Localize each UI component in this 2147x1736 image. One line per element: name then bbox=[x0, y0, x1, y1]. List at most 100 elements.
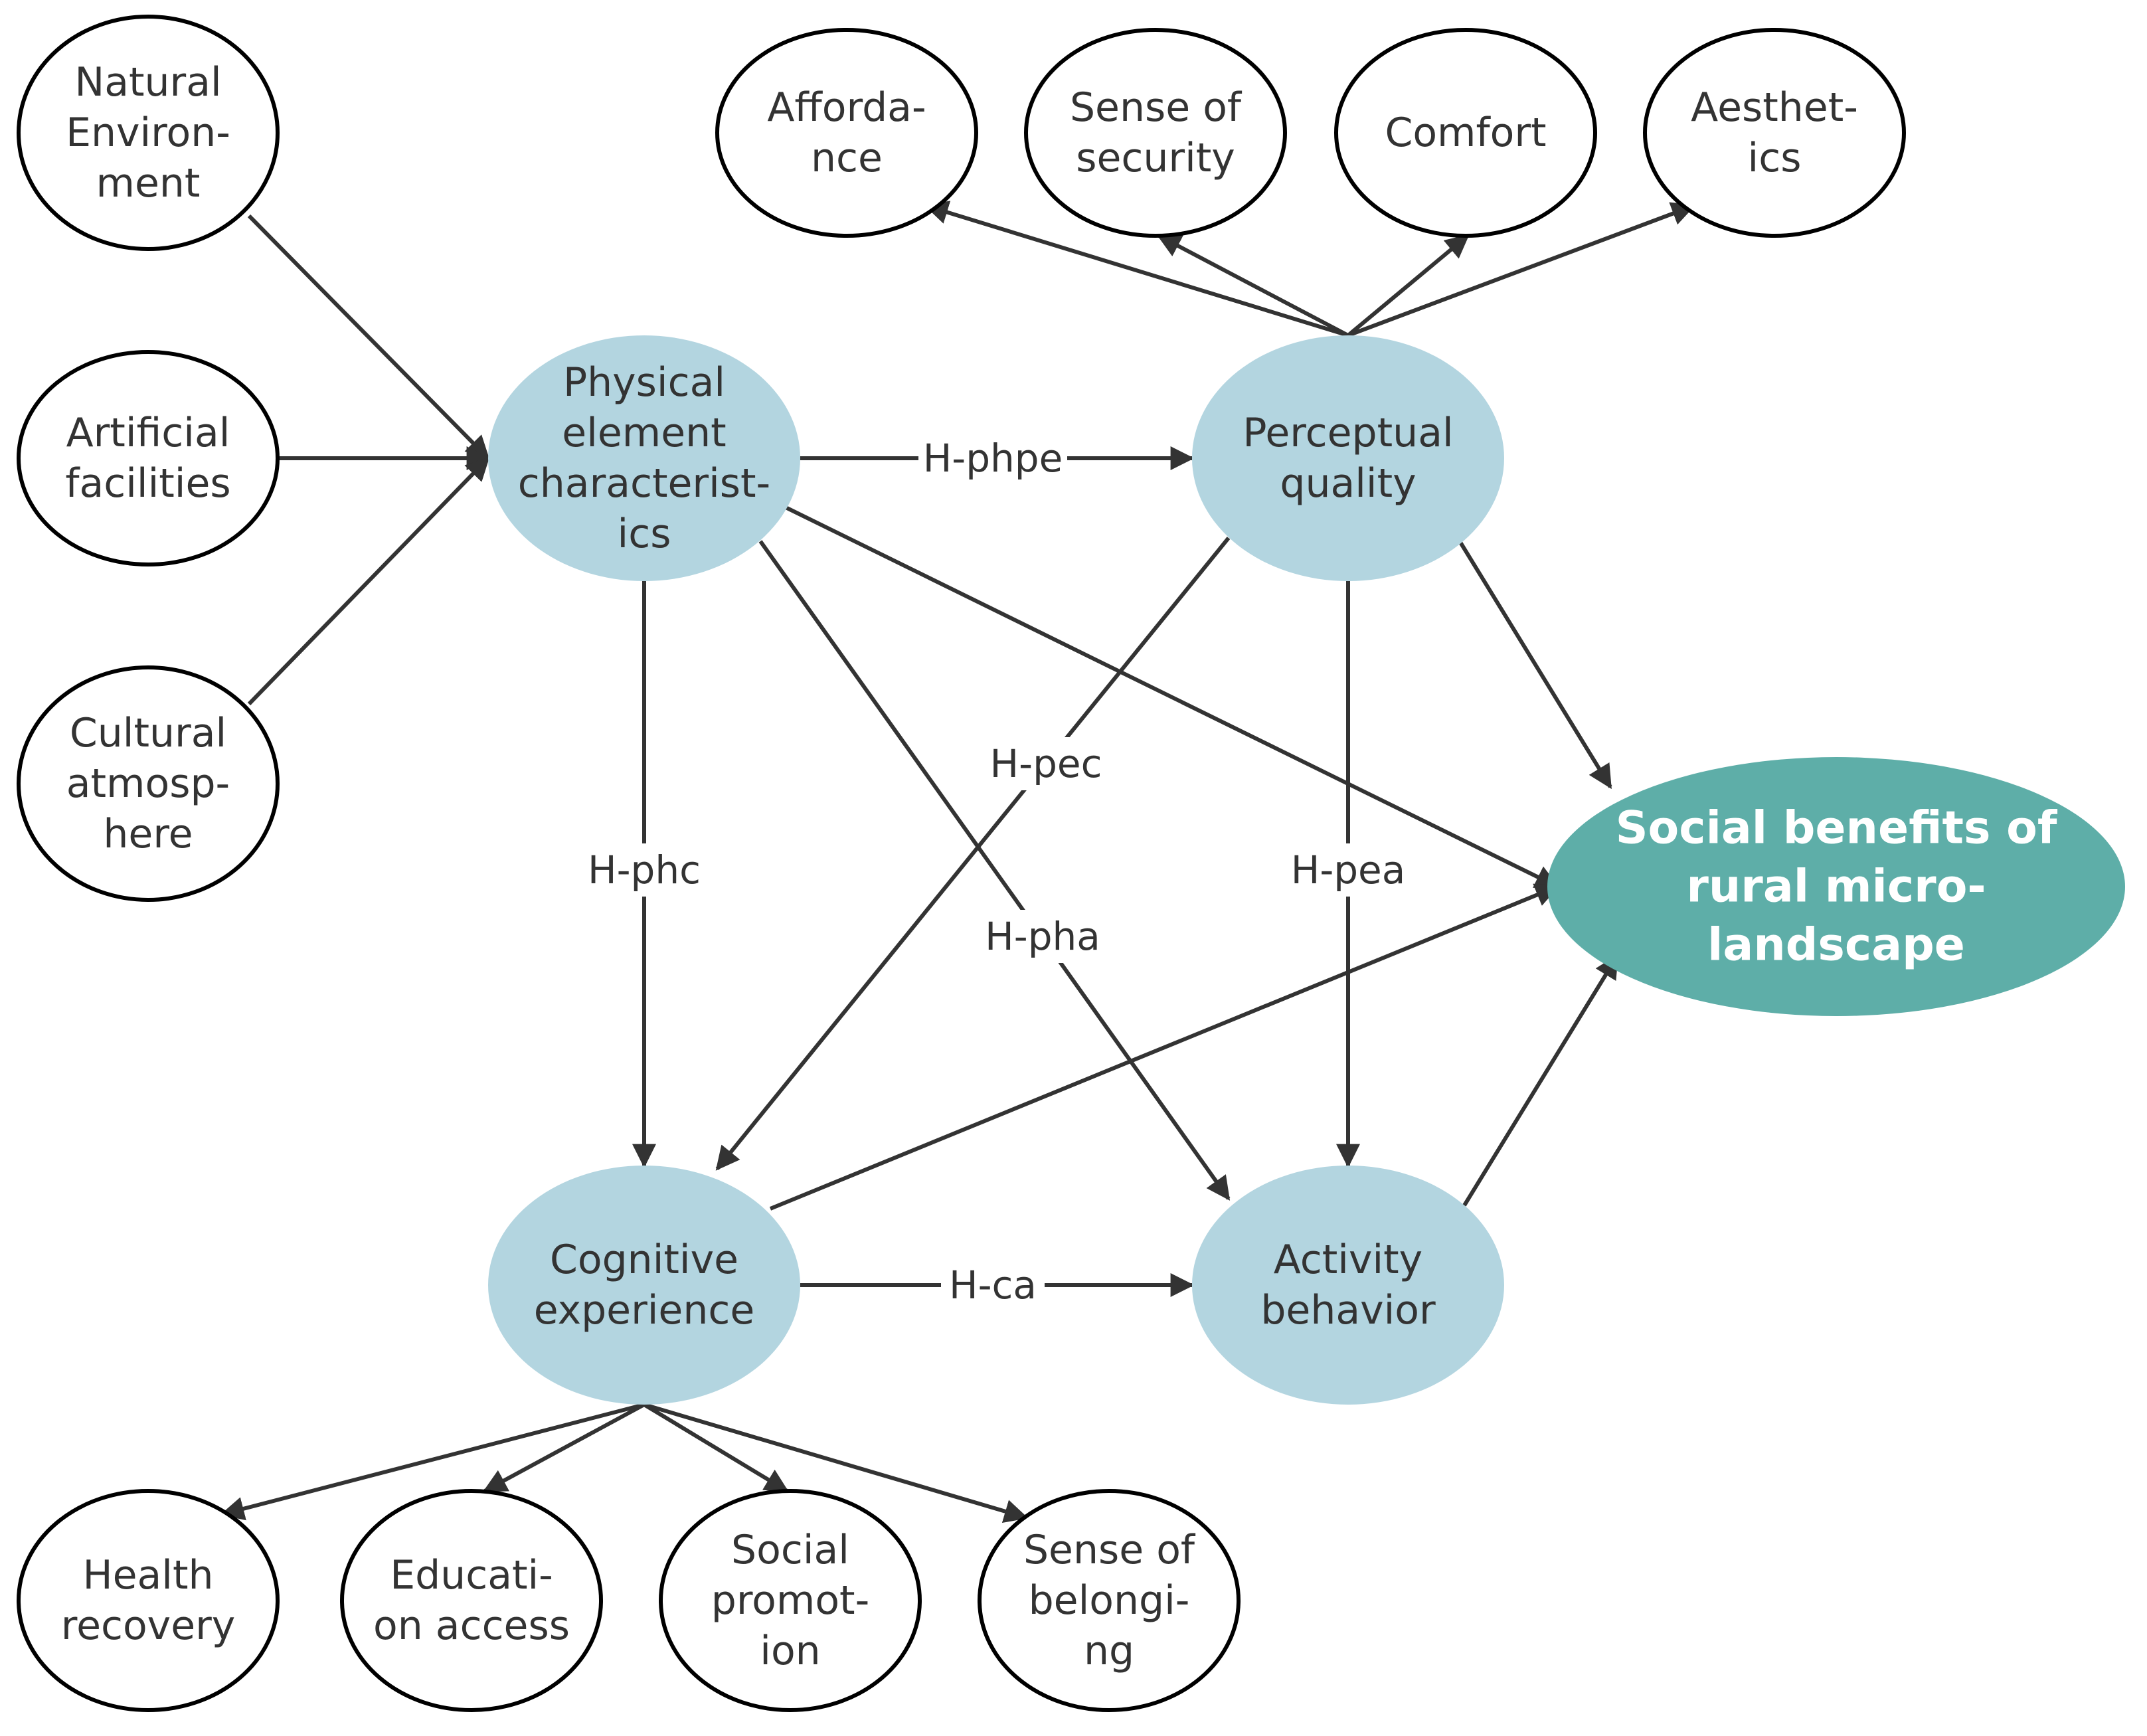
health-recovery-label-line: Health bbox=[82, 1552, 213, 1599]
h-phc-label: H-phc bbox=[588, 847, 701, 893]
perceptual-to-cognitive-edge bbox=[715, 537, 1231, 1171]
cultural-atmosphere-label-line: here bbox=[103, 811, 193, 857]
physical-element-label-line: Physical bbox=[563, 359, 725, 406]
perceptual-to-aesthetics-edge bbox=[1347, 202, 1696, 337]
affordance-node: Affordа-nce bbox=[715, 28, 978, 238]
affordance-label-line: Affordа- bbox=[767, 84, 926, 131]
education-access-node: Educati-on access bbox=[340, 1489, 603, 1712]
aesthetics-ellipse bbox=[1643, 28, 1906, 238]
cognitive-experience-label-line: Cognitive bbox=[550, 1237, 738, 1283]
social-benefits-node: Social benefits of rural micro-landscape bbox=[1547, 757, 2125, 1016]
physical-to-social-benefits-edge bbox=[779, 503, 1560, 889]
physical-element-label-line: element bbox=[562, 410, 726, 456]
cultural-atmosphere-label-line: atmosp- bbox=[66, 760, 230, 807]
natural-environment-label-line: Natural bbox=[74, 59, 221, 106]
h-pec-label: H-pec bbox=[990, 741, 1102, 786]
physical-element-ellipse bbox=[488, 335, 800, 581]
cultural-atmosphere-ellipse bbox=[17, 665, 280, 902]
comfort-label-line: Comfort bbox=[1385, 110, 1546, 156]
cultural-atmosphere-label-line: Cultural bbox=[70, 710, 226, 756]
aesthetics-label-line: ics bbox=[1748, 135, 1802, 181]
social-benefits-label-line: Social benefits of bbox=[1616, 802, 2058, 855]
education-access-label-line: Educati- bbox=[390, 1552, 553, 1599]
h-phc-label-background bbox=[581, 843, 707, 897]
h-phpe-label: H-phpe bbox=[923, 436, 1063, 481]
h-pha-label: H-pha bbox=[985, 914, 1100, 959]
affordance-ellipse bbox=[715, 28, 978, 238]
cognitive-to-belonging-edge bbox=[644, 1403, 1029, 1523]
perceptual-quality-label-line: Perceptual bbox=[1243, 410, 1453, 456]
h-ca-label-background bbox=[941, 1259, 1045, 1312]
aesthetics-label-line: Aesthet- bbox=[1691, 84, 1858, 131]
perceptual-to-affordance-edge bbox=[924, 201, 1349, 337]
aesthetics-node: Aesthet-ics bbox=[1643, 28, 1906, 238]
h-phpe-label-background bbox=[918, 432, 1067, 485]
health-recovery-label-line: recovery bbox=[61, 1603, 236, 1649]
sense-of-security-label-line: security bbox=[1076, 135, 1235, 181]
social-benefits-ellipse bbox=[1547, 757, 2125, 1016]
cognitive-to-promotion-edge bbox=[643, 1403, 790, 1493]
affordance-label-line: nce bbox=[811, 135, 883, 181]
natural-environment-to-physical-edge bbox=[247, 214, 490, 460]
health-recovery-ellipse bbox=[17, 1489, 280, 1712]
physical-to-activity-edge bbox=[758, 540, 1231, 1201]
comfort-ellipse bbox=[1334, 28, 1597, 238]
sense-of-belonging-label-line: ng bbox=[1084, 1628, 1134, 1674]
activity-behavior-label-line: Activity bbox=[1274, 1237, 1422, 1283]
cognitive-to-education-edge bbox=[482, 1403, 645, 1493]
sense-of-belonging-label-line: Sense of bbox=[1023, 1527, 1196, 1573]
h-pea-label-background bbox=[1285, 843, 1411, 897]
artificial-facilities-label-line: facilities bbox=[65, 460, 230, 507]
education-access-ellipse bbox=[340, 1489, 603, 1712]
natural-environment-label-line: ment bbox=[96, 160, 201, 207]
perceptual-quality-ellipse bbox=[1192, 335, 1504, 581]
physical-element-label-line: ics bbox=[618, 511, 671, 557]
sense-of-belonging-ellipse bbox=[978, 1489, 1241, 1712]
sense-of-security-label-line: Sense of bbox=[1070, 84, 1243, 131]
cognitive-to-health-edge bbox=[220, 1403, 645, 1521]
cognitive-to-social-benefits-edge bbox=[769, 883, 1560, 1211]
education-access-label-line: on access bbox=[373, 1603, 570, 1649]
natural-environment-ellipse bbox=[17, 15, 280, 251]
comfort-node: Comfort bbox=[1334, 28, 1597, 238]
perceptual-to-comfort-edge bbox=[1347, 234, 1470, 337]
h-pea-label: H-pea bbox=[1291, 847, 1406, 893]
h-ca-label: H-ca bbox=[949, 1262, 1037, 1308]
social-promotion-ellipse bbox=[659, 1489, 922, 1712]
social-benefits-label-line: rural micro- bbox=[1686, 861, 1986, 913]
social-promotion-label-line: Social bbox=[731, 1527, 849, 1573]
perceptual-quality-label-line: quality bbox=[1280, 460, 1416, 507]
activity-behavior-label-line: behavior bbox=[1260, 1287, 1436, 1334]
activity-behavior-ellipse bbox=[1192, 1166, 1504, 1405]
h-pha-label-background bbox=[980, 910, 1106, 963]
perceptual-to-security-edge bbox=[1156, 234, 1349, 337]
h-pec-label-background bbox=[983, 737, 1109, 790]
nodes-layer: NaturalEnviron-mentArtificialfacilitiesC… bbox=[17, 15, 2125, 1712]
social-promotion-label-line: promot- bbox=[711, 1577, 869, 1624]
social-promotion-label-line: ion bbox=[760, 1628, 820, 1674]
cognitive-experience-ellipse bbox=[488, 1166, 800, 1405]
physical-element-label-line: characterist- bbox=[518, 460, 770, 507]
artificial-facilities-ellipse bbox=[17, 350, 280, 566]
cognitive-experience-label-line: experience bbox=[534, 1287, 755, 1334]
activity-to-social-benefits-edge bbox=[1462, 954, 1619, 1207]
sense-of-security-ellipse bbox=[1024, 28, 1287, 238]
cultural-atmosphere-to-physical-edge bbox=[247, 456, 490, 706]
perceptual-to-social-benefits-edge bbox=[1456, 537, 1612, 790]
sense-of-belonging-label-line: belongi- bbox=[1029, 1577, 1190, 1624]
natural-environment-label-line: Environ- bbox=[66, 110, 230, 156]
social-benefits-label-line: landscape bbox=[1707, 919, 1965, 972]
